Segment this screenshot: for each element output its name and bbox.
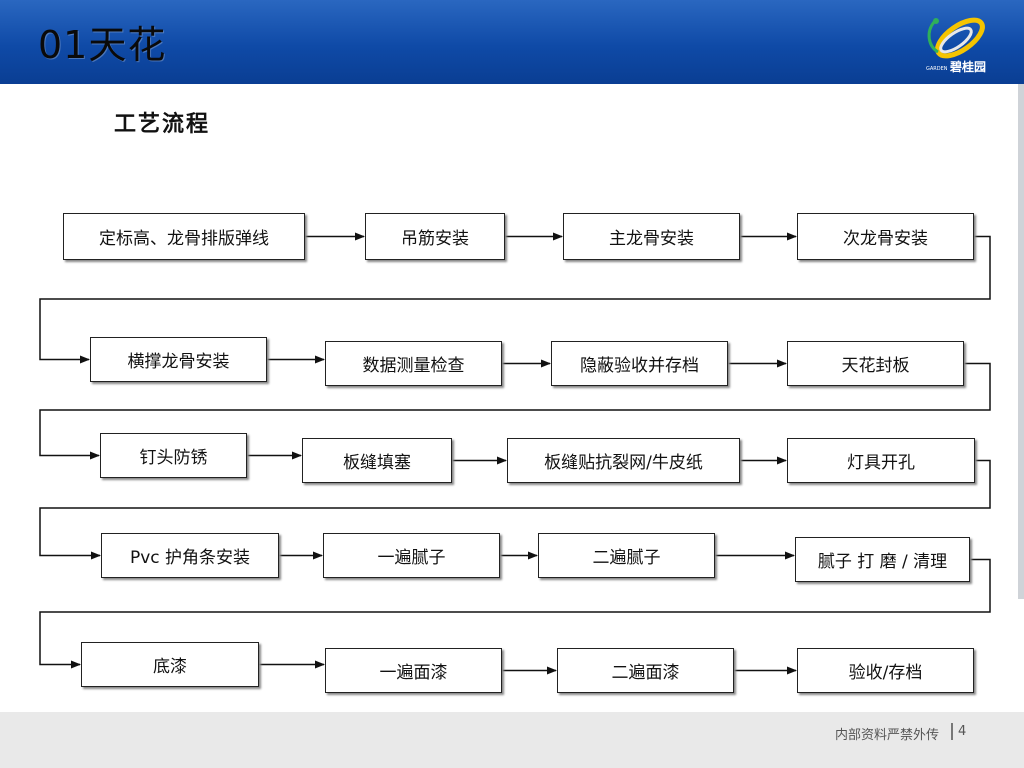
section-title: 工艺流程 [114, 111, 211, 137]
process-step-14: 一遍腻子 [323, 533, 500, 578]
page-title: 01天花 [38, 23, 167, 67]
flow-arrow-17 [39, 362, 991, 460]
process-step-10: 板缝填塞 [302, 438, 452, 483]
process-step-12: 灯具开孔 [787, 438, 975, 483]
flow-arrow-18 [39, 459, 991, 560]
flow-arrow-16 [39, 235, 991, 364]
process-step-9: 钉头防锈 [100, 433, 247, 478]
process-step-3: 主龙骨安装 [563, 213, 740, 260]
process-step-1: 定标高、龙骨排版弹线 [63, 213, 305, 260]
process-step-6: 数据测量检查 [325, 341, 502, 386]
process-step-15: 二遍腻子 [538, 533, 715, 578]
brand-logo-icon [927, 17, 985, 59]
process-step-17: 底漆 [81, 642, 259, 687]
footer-band [0, 712, 1024, 768]
process-step-11: 板缝贴抗裂网/牛皮纸 [507, 438, 740, 483]
brand-name: 碧桂园 [950, 60, 987, 74]
right-edge-strip [1018, 84, 1024, 599]
flow-arrow-19 [39, 558, 991, 669]
process-step-18: 一遍面漆 [325, 648, 502, 693]
page-number: 4 [958, 724, 967, 739]
process-step-8: 天花封板 [787, 341, 964, 386]
process-step-4: 次龙骨安装 [797, 213, 974, 260]
process-step-7: 隐蔽验收并存档 [551, 341, 728, 386]
process-step-13: Pvc 护角条安装 [101, 533, 279, 578]
process-step-19: 二遍面漆 [557, 648, 734, 693]
process-step-16: 腻子 打 磨 / 清理 [795, 537, 970, 582]
footer-confidential-text: 内部资料严禁外传 [835, 728, 940, 743]
header-banner: 01天花 碧桂园 GARDEN [0, 0, 1024, 84]
footer-divider [951, 723, 953, 740]
process-step-5: 横撑龙骨安装 [90, 337, 267, 382]
process-step-2: 吊筋安装 [365, 213, 505, 260]
brand-small-text: GARDEN [926, 66, 948, 72]
process-step-20: 验收/存档 [797, 648, 974, 693]
